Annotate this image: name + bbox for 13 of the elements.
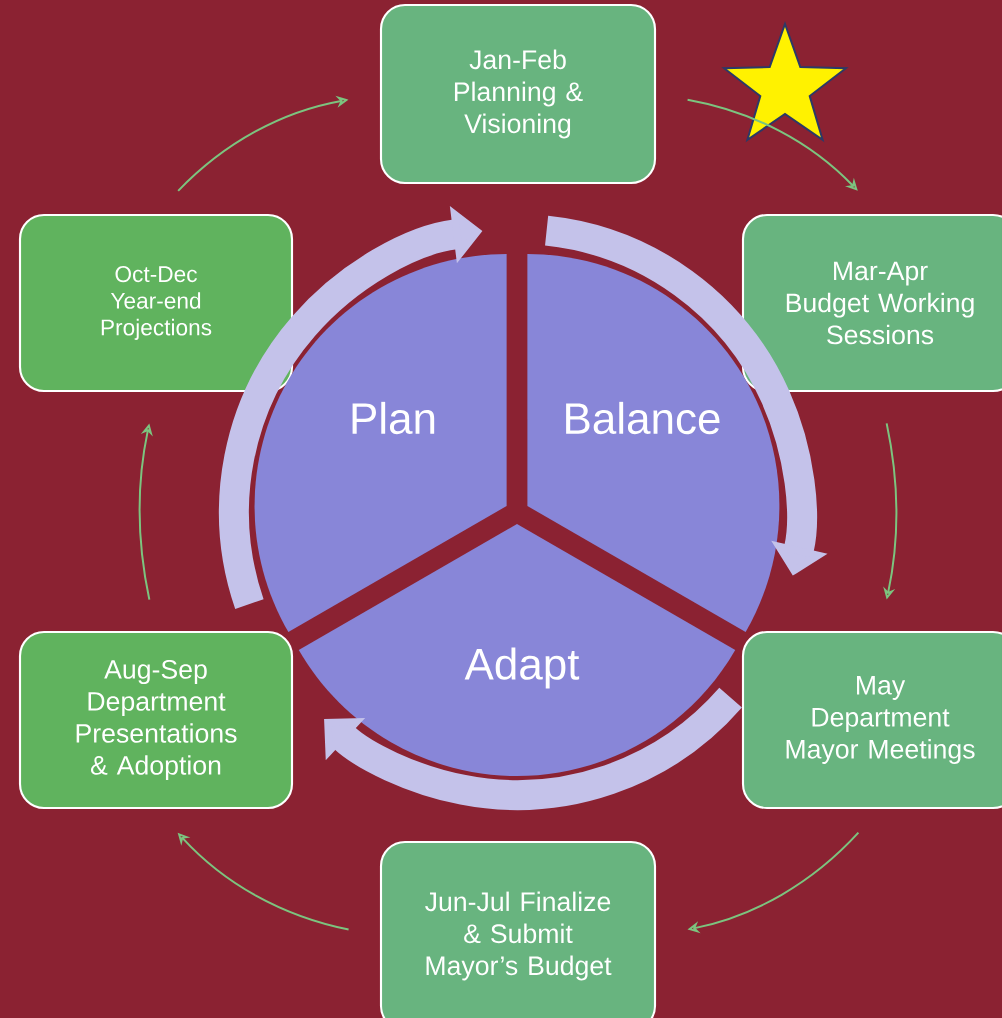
- pie-sector: Adapt: [298, 524, 736, 777]
- pie-sector: Balance: [527, 254, 780, 632]
- process-box: May Department Mayor Meetings: [741, 630, 1002, 810]
- arrow: [686, 98, 858, 191]
- process-box: Aug-Sep Department Presentations & Adoption: [18, 630, 294, 810]
- node-label: Balance: [566, 401, 720, 435]
- process-box: Jan-Feb Planning & Visioning: [379, 3, 657, 185]
- pie-sector: Plan: [254, 254, 507, 632]
- node-label: Plan: [352, 401, 435, 435]
- process-box: Oct-Dec Year-end Projections: [18, 213, 294, 393]
- node-label: Adapt: [464, 647, 580, 689]
- process-box: Mar-Apr Budget Working Sessions: [741, 213, 1002, 393]
- process-box: Jun-Jul Finalize & Submit Mayor’s Budget: [379, 840, 657, 1018]
